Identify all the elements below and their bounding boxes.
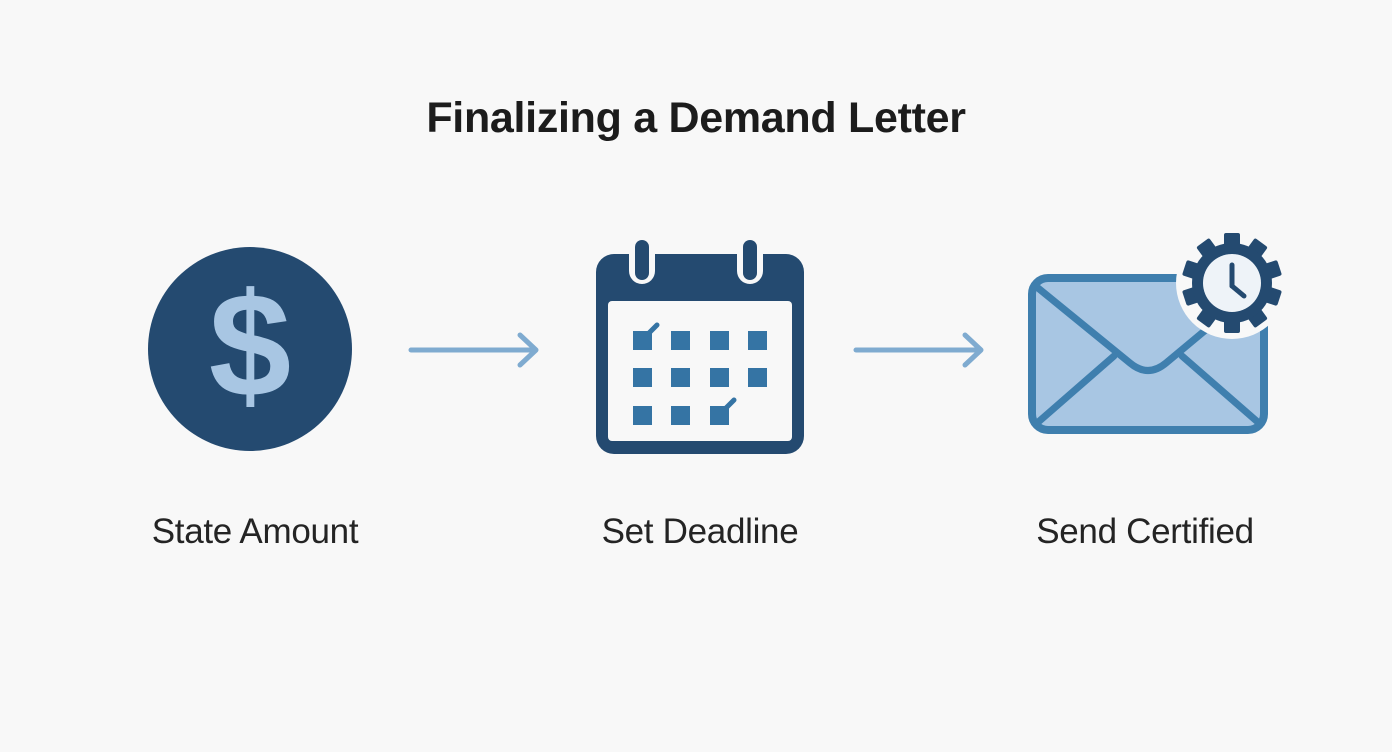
svg-text:$: $ <box>209 263 291 428</box>
envelope-clock-gear-icon <box>1024 227 1290 440</box>
calendar-icon <box>594 234 806 456</box>
arrow-right-icon <box>850 328 990 372</box>
dollar-circle-icon: $ <box>147 246 353 452</box>
step-label-state-amount: State Amount <box>151 512 359 551</box>
arrow-right-icon <box>405 328 545 372</box>
step-label-set-deadline: Set Deadline <box>601 512 799 551</box>
step-label-send-certified: Send Certified <box>1036 512 1254 551</box>
diagram-title: Finalizing a Demand Letter <box>426 94 966 142</box>
